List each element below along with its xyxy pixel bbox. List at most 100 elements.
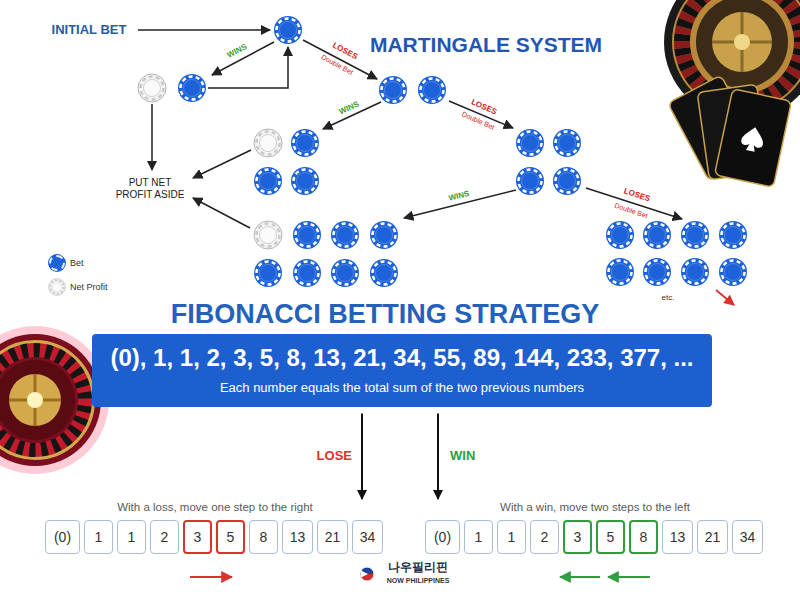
sequence-row: With a loss, move one step to the right (… (45, 500, 385, 554)
sequence-text: (0), 1, 1, 2, 3, 5, 8, 13, 21, 34, 55, 8… (106, 344, 698, 373)
bet-chip (516, 129, 544, 157)
initial-label: INITIAL BET (52, 23, 127, 38)
bet-chip (643, 258, 671, 286)
roulette-wheel (0, 342, 93, 458)
sequence-number: (0) (434, 529, 451, 545)
flow-arrow (151, 104, 153, 170)
sequence-cell: 5 (596, 520, 625, 554)
roulette-wheel (0, 350, 85, 450)
sequence-cell: 13 (282, 520, 313, 554)
sequence-cell: (0) (425, 520, 460, 554)
arrow-label: WINS (338, 99, 361, 116)
bet-chip (681, 258, 709, 286)
sequence-number: 8 (260, 529, 268, 545)
net-profit-chip (138, 74, 166, 102)
sequence-cell: 13 (662, 520, 693, 554)
roulette-wheel (27, 392, 43, 408)
roulette-wheel (696, 0, 788, 88)
flow-arrow (193, 198, 250, 228)
logo-flag (360, 567, 374, 581)
section-title: FIBONACCI BETTING STRATEGY (171, 299, 600, 330)
bet-chip (274, 16, 302, 44)
arrow-label: WINS (226, 42, 249, 60)
roulette-wheel (712, 12, 772, 72)
sequence-number: 1 (475, 529, 483, 545)
sequence-number: 5 (607, 529, 615, 545)
bet-chip (254, 167, 282, 195)
logo-flag (360, 567, 374, 581)
section-title: MARTINGALE SYSTEM (370, 33, 602, 57)
sequence-number: 13 (290, 529, 306, 545)
sequence-number: 34 (740, 529, 756, 545)
logo-text: NOW PHILIPPINES (387, 577, 450, 585)
bet-chip (370, 221, 398, 249)
logo-text: 나우필리핀 (388, 561, 448, 575)
roulette-wheel (712, 12, 772, 72)
roulette-wheel (0, 350, 85, 450)
legend-text: Net Profit (70, 282, 108, 292)
logo-flag (361, 570, 368, 577)
sequence-number: 34 (360, 529, 376, 545)
sequence-cell: 3 (183, 520, 212, 554)
sequence-cell: 21 (697, 520, 728, 554)
sequence-row: With a win, move two steps to the left (0… (425, 500, 765, 554)
bet-chip (379, 76, 407, 104)
bet-chip (291, 129, 319, 157)
step-arrow (190, 576, 232, 578)
sequence-cell: 1 (117, 520, 146, 554)
sequence-number: 5 (227, 529, 235, 545)
sequence-cell: 8 (249, 520, 278, 554)
sequence-cell: 21 (317, 520, 348, 554)
bet-chip (291, 167, 319, 195)
logo-flag (360, 567, 374, 581)
roulette-wheel (9, 374, 61, 426)
bet-chip (178, 74, 206, 102)
row-heading: With a loss, move one step to the right (45, 500, 385, 514)
flow-arrow (212, 42, 274, 75)
roulette-wheel (0, 360, 75, 440)
sequence-cell: 1 (84, 520, 113, 554)
sequence-cell: 34 (732, 520, 763, 554)
legend-swatch (49, 255, 65, 271)
playing-cards (668, 75, 792, 187)
bet-chip (606, 258, 634, 286)
sequence-number: 1 (508, 529, 516, 545)
playing-cards (739, 125, 766, 153)
net-profit-chip (254, 221, 282, 249)
sequence-number: 3 (194, 529, 202, 545)
sequence-number: 2 (161, 529, 169, 545)
sequence-cell: 5 (216, 520, 245, 554)
bet-chip (331, 221, 359, 249)
sequence-number: 1 (95, 529, 103, 545)
sequence-number: 21 (705, 529, 721, 545)
sequence-number: 21 (325, 529, 341, 545)
arrow-label: LOSES (331, 41, 359, 62)
bet-chip (719, 258, 747, 286)
sequence-number: 1 (128, 529, 136, 545)
flow-arrow (404, 190, 516, 218)
sequence-box: (0), 1, 1, 2, 3, 5, 8, 13, 21, 34, 55, 8… (92, 334, 712, 407)
edge-label: LOSE (317, 449, 352, 464)
sequence-cell: 3 (563, 520, 592, 554)
playing-cards (715, 89, 792, 188)
sequence-cell: 1 (464, 520, 493, 554)
bet-chip (293, 259, 321, 287)
bet-chip (606, 221, 634, 249)
roulette-wheel (9, 374, 61, 426)
flow-arrow (138, 29, 270, 31)
sequence-number: (0) (54, 529, 71, 545)
bet-chip (719, 221, 747, 249)
bet-chip (553, 167, 581, 195)
step-arrow (560, 576, 600, 578)
row-heading: With a win, move two steps to the left (425, 500, 765, 514)
sequence-cell: 8 (629, 520, 658, 554)
flow-arrow (437, 413, 439, 499)
bet-chip (643, 221, 671, 249)
flow-arrow (193, 150, 251, 178)
sequence-cell: 1 (497, 520, 526, 554)
sequence-cell: 2 (150, 520, 179, 554)
arrow-note: Double Bet (613, 202, 648, 220)
